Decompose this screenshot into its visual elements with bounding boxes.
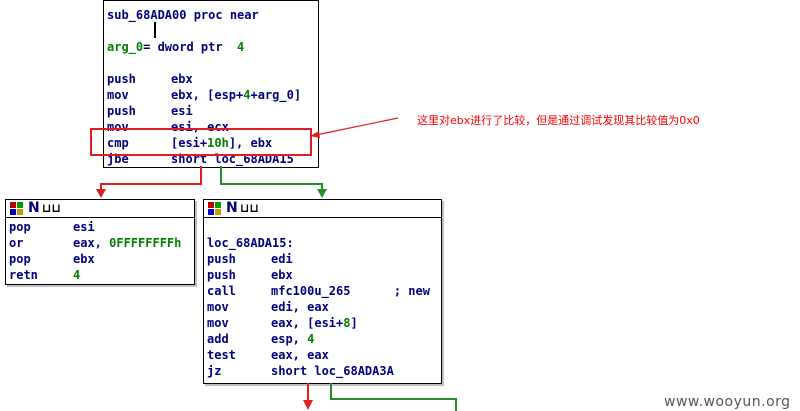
immediate-value: 4 <box>307 332 315 346</box>
operands: edi, eax <box>271 299 329 315</box>
mnemonic: pop <box>9 252 31 266</box>
operands: eax, eax <box>271 347 329 363</box>
label-line[interactable]: loc_68ADA15: <box>207 235 294 251</box>
operands: esi <box>73 219 95 235</box>
mnemonic: call <box>207 284 236 298</box>
mnemonic: test <box>207 348 236 362</box>
header-n-icon: N <box>28 200 40 216</box>
color-grid-icon <box>10 202 23 215</box>
operands: mfc100u_265 ; new <box>271 283 430 299</box>
operands: esp, 4 <box>271 331 314 347</box>
analysis-annotation: 这里对ebx进行了比较，但是通过调试发现其比较值为0x0 <box>417 114 700 127</box>
mnemonic: push <box>107 104 136 118</box>
mnemonic: push <box>207 268 236 282</box>
true-branch-edge <box>330 398 456 400</box>
mnemonic: cmp <box>107 136 129 150</box>
mnemonic: jz <box>207 364 222 378</box>
operand-text: esi <box>171 104 193 118</box>
operands: [esi+10h], ebx <box>171 135 272 151</box>
operands: eax, [esi+8] <box>271 315 358 331</box>
code-block-sub-68ada00[interactable]: sub_68ADA00 proc near arg_0= dword ptr 4 p… <box>103 0 319 168</box>
operand-text: ] <box>350 316 358 330</box>
operand-text: edi <box>271 252 293 266</box>
operand-text: esp, <box>271 332 308 346</box>
operand-text: edi, eax <box>271 300 329 314</box>
immediate-value: 8 <box>343 316 351 330</box>
block-header: N ⊔⊔ <box>6 200 194 218</box>
true-branch-edge <box>330 383 332 399</box>
operand-text: ebx <box>271 268 293 282</box>
header-n-icon: N <box>226 200 238 216</box>
cmp-highlight-box <box>90 128 312 156</box>
operand-text: mfc100u_265 ; new <box>271 284 430 298</box>
mnemonic: retn <box>9 268 38 282</box>
false-branch-edge <box>100 183 202 185</box>
line-text: sub_68ADA00 proc near <box>107 8 259 22</box>
code-block-error-return[interactable]: N ⊔⊔ pop esi or eax, 0FFFFFFFFh pop ebx retn 4 <box>5 199 195 285</box>
operands: short loc_68ADA3A <box>271 363 394 379</box>
mnemonic: push <box>207 252 236 266</box>
operands: ebx <box>171 71 193 87</box>
mnemonic: pop <box>9 220 31 234</box>
false-branch-edge <box>200 166 202 184</box>
true-branch-arrow-icon <box>317 189 327 198</box>
mnemonic: mov <box>207 300 229 314</box>
operand-text: +arg_0] <box>250 88 302 102</box>
operand-text: ebx, [esp+ <box>171 88 244 102</box>
mnemonic: add <box>207 332 229 346</box>
code-block-loc-68ada15[interactable]: N ⊔⊔ loc_68ADA15:push edi push ebx call mfc10… <box>203 199 442 384</box>
label-line[interactable]: arg_0= dword ptr 4 <box>107 39 244 55</box>
true-branch-edge <box>220 166 222 184</box>
false-branch-edge <box>307 383 309 401</box>
block-header: N ⊔⊔ <box>204 200 441 218</box>
label-line[interactable]: sub_68ADA00 proc near <box>107 7 259 23</box>
operand-text: [esi+ <box>171 136 208 150</box>
mnemonic: push <box>107 72 136 86</box>
operand-text: eax, [esi+ <box>271 316 344 330</box>
false-branch-arrow-icon <box>96 189 106 198</box>
true-branch-edge <box>220 183 323 185</box>
operands: ebx <box>271 267 293 283</box>
operand-text: esi, ecx <box>171 120 229 134</box>
operand-text: ], ebx <box>228 136 273 150</box>
operands: ebx <box>73 251 95 267</box>
immediate-value: 4 <box>243 88 251 102</box>
true-branch-edge <box>455 398 457 411</box>
operands: esi, ecx <box>171 119 229 135</box>
operand-text: short loc_68ADA3A <box>271 364 394 378</box>
argument-name: arg_0 <box>107 40 144 54</box>
immediate-value: 10h <box>207 136 229 150</box>
line-text: = dword ptr <box>143 40 238 54</box>
operand-text: eax, <box>73 236 110 250</box>
operand-text: ebx <box>171 72 193 86</box>
header-rename-icon: ⊔⊔ <box>240 201 260 215</box>
operands: eax, 0FFFFFFFFh <box>73 235 181 251</box>
annotation-arrow-icon <box>310 117 399 138</box>
operand-text: ebx <box>73 252 95 266</box>
line-text: loc_68ADA15: <box>207 236 294 250</box>
mnemonic: mov <box>107 88 129 102</box>
operands: 4 <box>73 267 80 283</box>
mnemonic: or <box>9 236 24 250</box>
operand-text: esi <box>73 220 95 234</box>
color-grid-icon <box>208 202 221 215</box>
mnemonic: mov <box>107 120 129 134</box>
operands: esi <box>171 103 193 119</box>
false-branch-edge <box>100 183 102 191</box>
false-branch-arrow-icon <box>303 400 313 410</box>
operand-text: eax, eax <box>271 348 329 362</box>
true-branch-edge <box>321 183 323 191</box>
text-cursor <box>154 22 156 38</box>
immediate-value: 0FFFFFFFFh <box>109 236 182 250</box>
immediate-value: 4 <box>73 268 81 282</box>
header-rename-icon: ⊔⊔ <box>42 201 62 215</box>
operands: ebx, [esp+4+arg_0] <box>171 87 301 103</box>
operands: edi <box>271 251 293 267</box>
immediate-value: 4 <box>237 40 245 54</box>
mnemonic: mov <box>207 316 229 330</box>
site-watermark: www.wooyun.org <box>664 394 791 410</box>
